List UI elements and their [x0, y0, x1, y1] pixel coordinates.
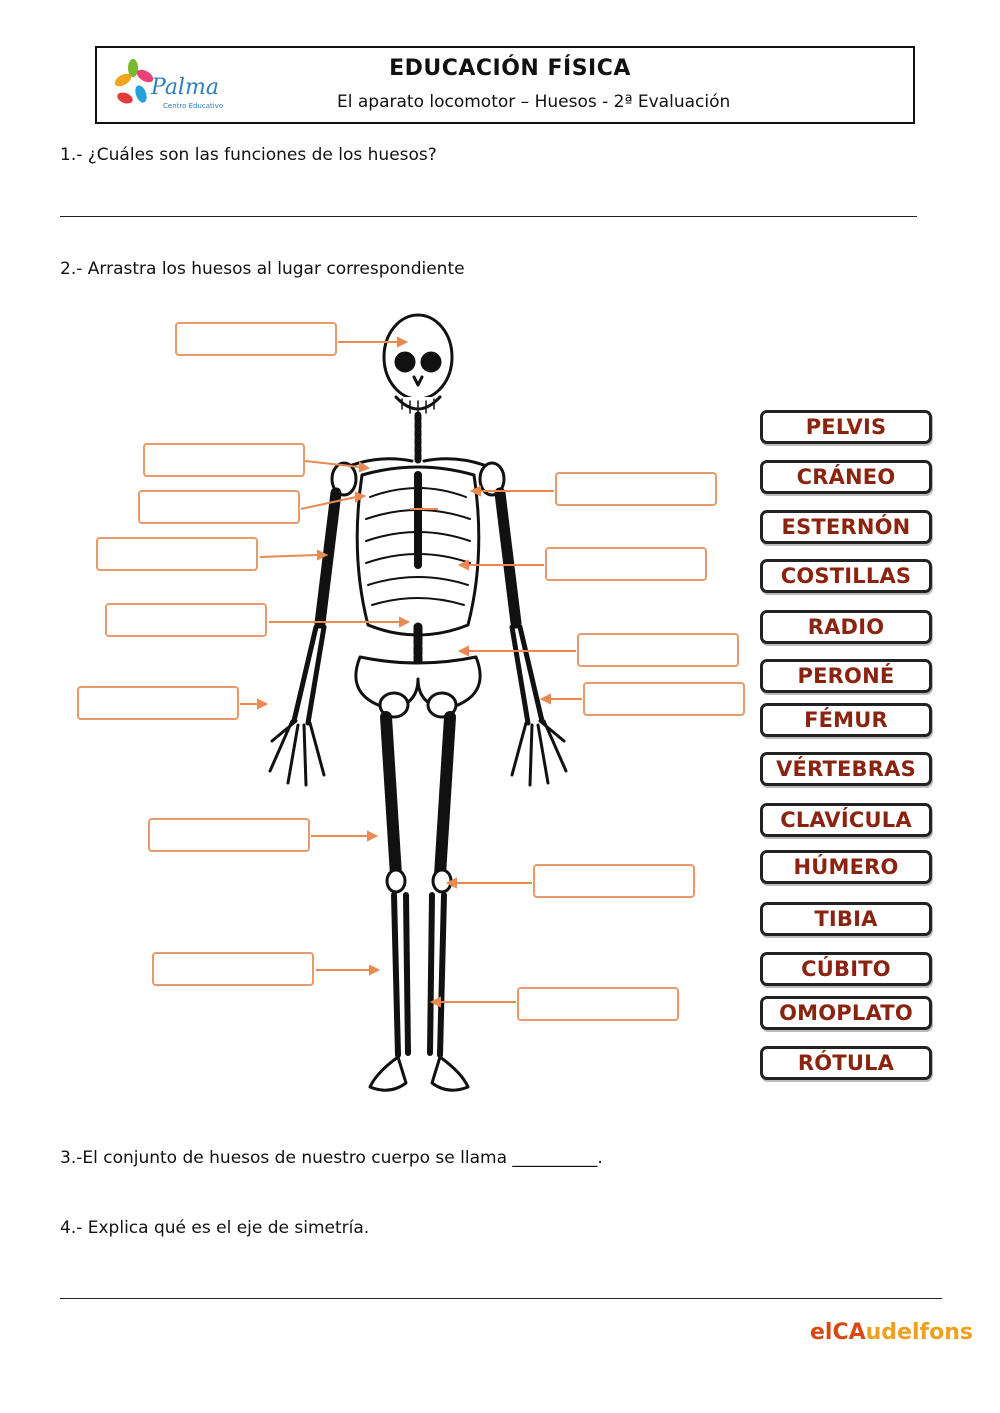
chip-cubito[interactable]: CÚBITO [760, 952, 932, 986]
drop-target-9[interactable] [555, 472, 717, 506]
chip-costillas[interactable]: COSTILLAS [760, 559, 932, 593]
answer-line-4[interactable] [60, 1298, 942, 1299]
drop-target-1[interactable] [175, 322, 337, 356]
question-2: 2.- Arrastra los huesos al lugar corresp… [60, 259, 465, 279]
worksheet-header: Palma Centro Educativo EDUCACIÓN FÍSICA … [95, 46, 915, 124]
palma-logo: Palma Centro Educativo [114, 59, 223, 110]
drop-target-12[interactable] [583, 682, 745, 716]
chip-humero[interactable]: HÚMERO [760, 850, 932, 884]
question-1: 1.- ¿Cuáles son las funciones de los hue… [60, 145, 437, 165]
drop-target-11[interactable] [577, 633, 739, 667]
drop-target-6[interactable] [77, 686, 239, 720]
skeleton-illustration [240, 313, 582, 1092]
chip-craneo[interactable]: CRÁNEO [760, 460, 932, 494]
drop-target-14[interactable] [517, 987, 679, 1021]
page-title: EDUCACIÓN FÍSICA [389, 56, 631, 81]
svg-text:Palma: Palma [150, 75, 219, 100]
drop-target-5[interactable] [105, 603, 267, 637]
drop-target-10[interactable] [545, 547, 707, 581]
drop-target-3[interactable] [138, 490, 300, 524]
drop-target-8[interactable] [152, 952, 314, 986]
question-4: 4.- Explica qué es el eje de simetría. [60, 1218, 370, 1238]
svg-text:Centro Educativo: Centro Educativo [163, 102, 223, 110]
chip-omoplato[interactable]: OMOPLATO [760, 996, 932, 1030]
question-3: 3.-El conjunto de huesos de nuestro cuer… [60, 1148, 603, 1168]
chip-perone[interactable]: PERONÉ [760, 659, 932, 693]
drop-target-2[interactable] [143, 443, 305, 477]
page-subtitle: El aparato locomotor – Huesos - 2ª Evalu… [337, 92, 731, 112]
drop-target-13[interactable] [533, 864, 695, 898]
footer-brand-logo: elCAudelfons [810, 1320, 973, 1345]
drop-target-4[interactable] [96, 537, 258, 571]
chip-rotula[interactable]: RÓTULA [760, 1046, 932, 1080]
chip-radio[interactable]: RADIO [760, 610, 932, 644]
chip-clavicula[interactable]: CLAVÍCULA [760, 803, 932, 837]
chip-femur[interactable]: FÉMUR [760, 703, 932, 737]
chip-pelvis[interactable]: PELVIS [760, 410, 932, 444]
drop-target-7[interactable] [148, 818, 310, 852]
chip-vertebras[interactable]: VÉRTEBRAS [760, 752, 932, 786]
answer-line-1[interactable] [60, 216, 917, 217]
chip-esternon[interactable]: ESTERNÓN [760, 510, 932, 544]
chip-tibia[interactable]: TIBIA [760, 902, 932, 936]
